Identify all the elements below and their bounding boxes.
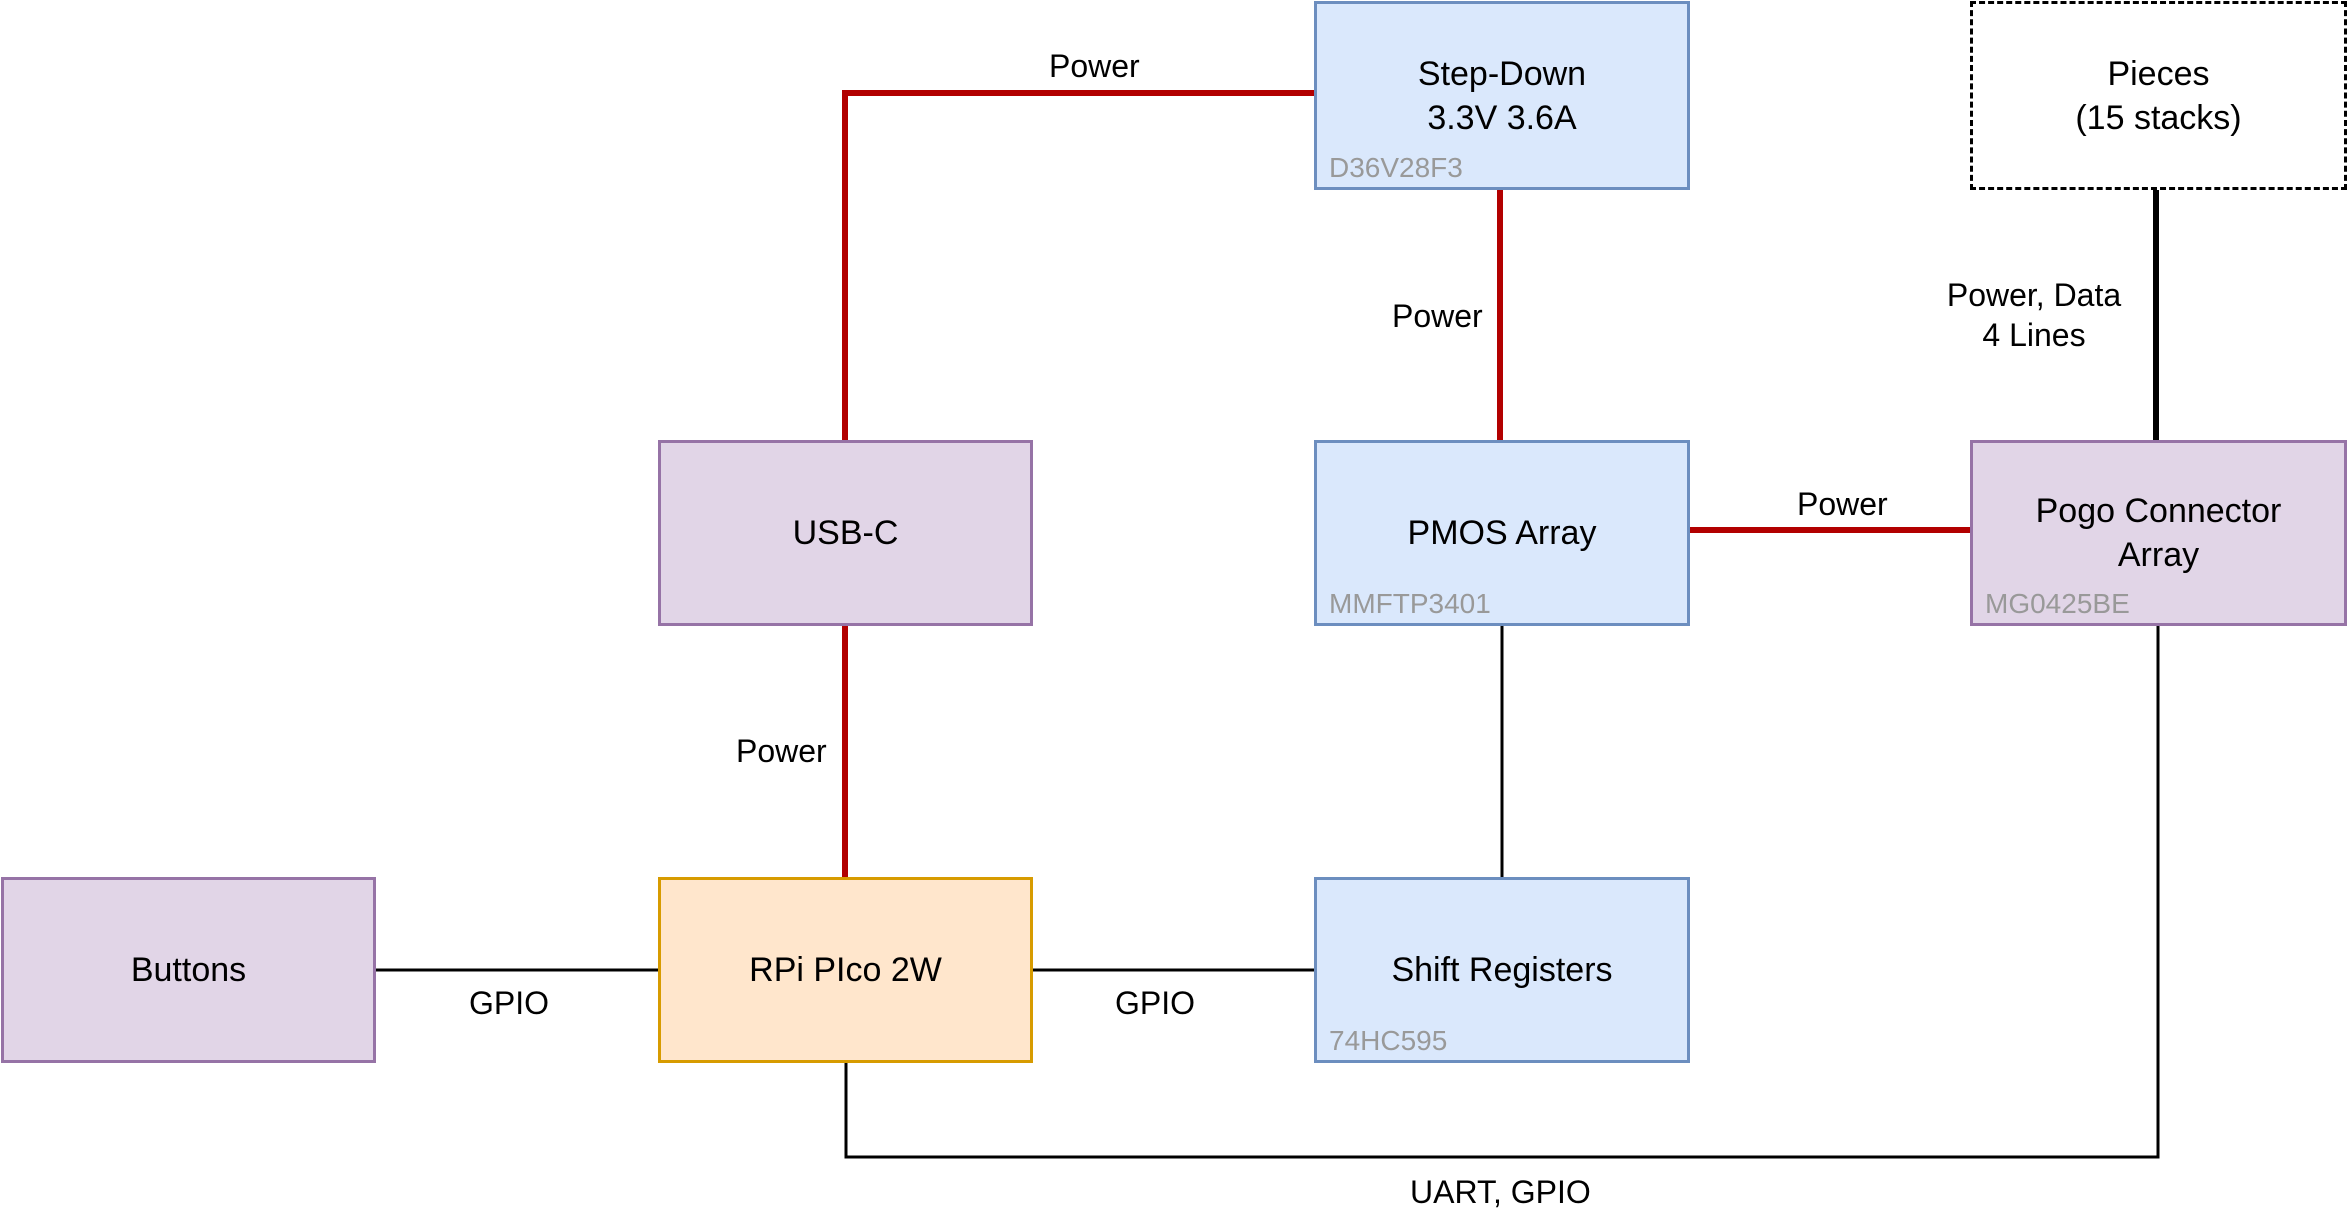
node-pieces-title: Pieces (15 stacks)	[2075, 54, 2242, 137]
node-pieces[interactable]: Pieces (15 stacks)	[1970, 1, 2347, 190]
node-usb-c-title: USB-C	[792, 514, 899, 552]
node-shift-registers-title: Shift Registers	[1391, 951, 1613, 989]
node-rpi-pico[interactable]: RPi PIco 2W	[658, 877, 1033, 1063]
edge-label-usb-to-pico: Power	[736, 733, 827, 769]
edge-label-pico-to-shift: GPIO	[1115, 985, 1196, 1021]
node-shift-registers-part: 74HC595	[1329, 1025, 1448, 1056]
node-buttons-title: Buttons	[130, 951, 247, 989]
node-buttons[interactable]: Buttons	[1, 877, 376, 1063]
node-pogo-connector-array[interactable]: Pogo Connector Array MG0425BE	[1970, 440, 2347, 626]
node-step-down-part: D36V28F3	[1329, 152, 1463, 183]
edge-label-pmos-to-pogo: Power	[1797, 486, 1888, 522]
node-pmos-array[interactable]: PMOS Array MMFTP3401	[1314, 440, 1690, 626]
node-shift-registers[interactable]: Shift Registers 74HC595	[1314, 877, 1690, 1063]
wire-usb-to-stepdown	[842, 90, 1317, 443]
node-step-down-title: Step-Down 3.3V 3.6A	[1417, 54, 1587, 137]
edge-label-pieces-to-pogo: Power, Data 4 Lines	[1946, 277, 2122, 353]
edge-label-usb-to-stepdown: Power	[1049, 48, 1140, 84]
edge-label-stepdown-to-pmos: Power	[1392, 298, 1483, 334]
node-pmos-array-part: MMFTP3401	[1329, 588, 1491, 619]
node-rpi-pico-title: RPi PIco 2W	[749, 951, 942, 989]
node-pogo-connector-array-title: Pogo Connector Array	[2035, 492, 2282, 574]
node-pmos-array-title: PMOS Array	[1407, 514, 1597, 552]
node-step-down[interactable]: Step-Down 3.3V 3.6A D36V28F3	[1314, 1, 1690, 190]
node-pogo-connector-array-part: MG0425BE	[1985, 588, 2130, 619]
wire-pico-to-pogo	[844, 624, 2160, 1159]
edge-label-pico-to-pogo: UART, GPIO	[1410, 1174, 1591, 1210]
edge-label-buttons-to-pico: GPIO	[469, 985, 550, 1021]
node-usb-c[interactable]: USB-C	[658, 440, 1033, 626]
